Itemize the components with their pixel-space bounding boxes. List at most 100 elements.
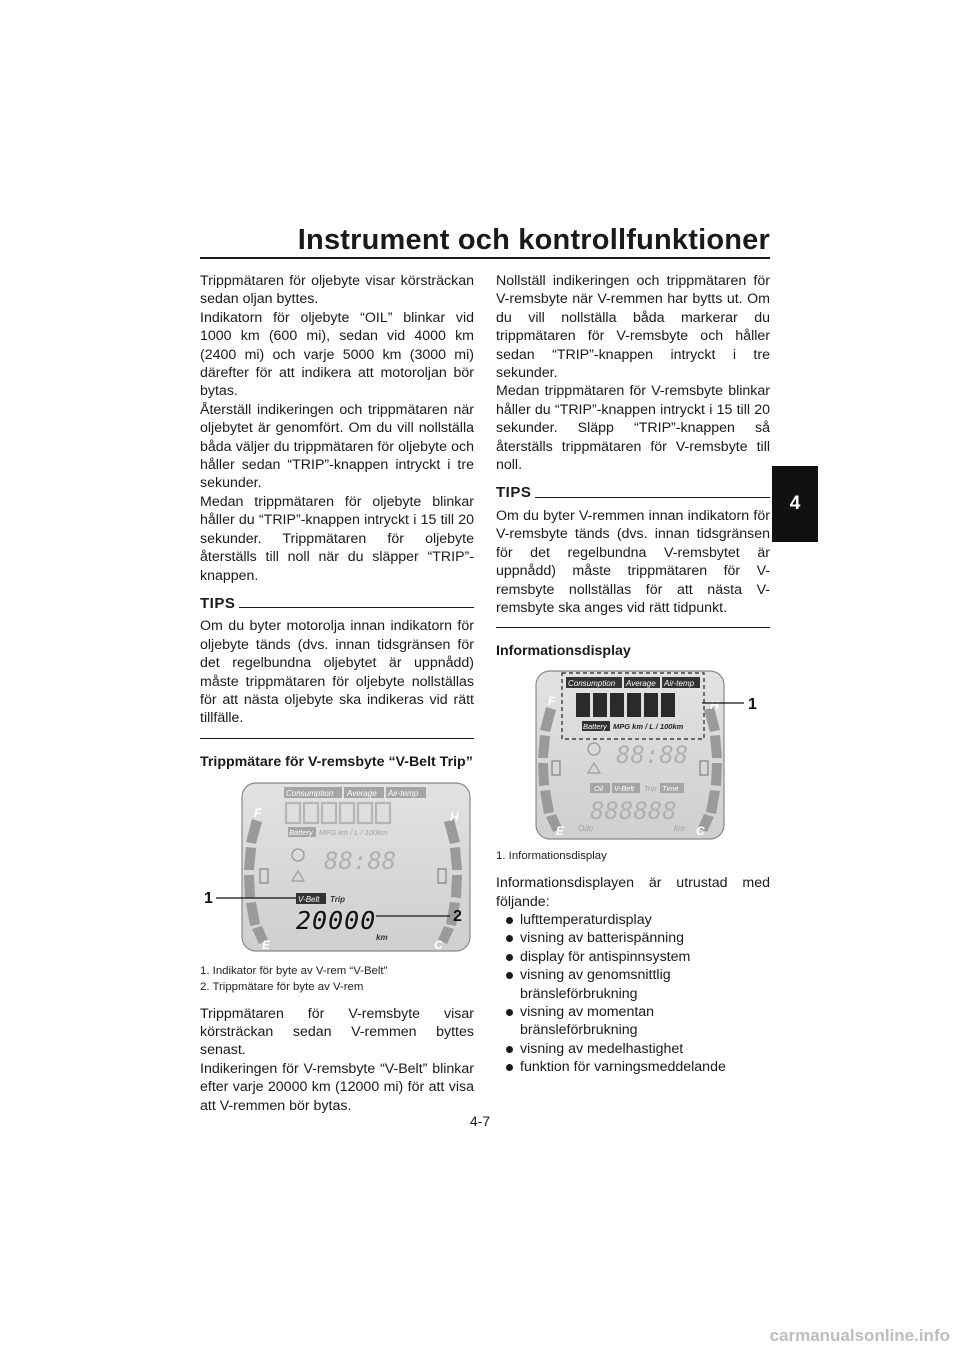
gauge-f-label: F [548, 694, 556, 708]
tips-end-rule [200, 737, 474, 739]
trip-label: Trip [644, 784, 656, 793]
list-item: visning av momentan bränsleförbrukning [496, 1003, 770, 1040]
temp-gauge-segments [698, 706, 722, 832]
airtemp-tag [386, 787, 426, 799]
temp-gauge-segments [438, 819, 462, 945]
page-number: 4-7 [469, 1113, 491, 1129]
vbelt-figure: F H E C Consumption Average Air-temp Bat… [200, 779, 474, 960]
information-display-highlight [561, 672, 705, 740]
consumption-tag [284, 787, 342, 799]
tips-heading: TIPS [200, 595, 474, 613]
header-rule [200, 257, 770, 259]
segment-digits [284, 802, 392, 825]
segment-digits [576, 692, 675, 717]
gauge-f-label: F [254, 806, 262, 820]
clock-digits: 88:88 [616, 741, 688, 769]
battery-label: Battery [583, 722, 608, 731]
average-label: Average [346, 789, 377, 798]
battery-tag [288, 827, 316, 838]
list-item: visning av batterispänning [496, 929, 770, 947]
odo-label: Odo [578, 824, 594, 833]
airtemp-tag [662, 676, 700, 688]
tips-rule [239, 607, 474, 609]
list-item: visning av genomsnittlig bränsleförbrukn… [496, 966, 770, 1003]
time-label: Time [662, 784, 679, 793]
average-tag [344, 787, 384, 799]
average-tag [624, 676, 660, 688]
callout-1: 1 [748, 696, 757, 713]
clock-icon [291, 848, 305, 862]
units-label: MPG km / L / 100km [613, 722, 684, 731]
odo-digits: 888888 [590, 797, 677, 825]
fuel-gauge-segments [538, 706, 562, 832]
chapter-tab[interactable]: 4 [772, 466, 818, 542]
km-label: km [376, 933, 388, 942]
consumption-label: Consumption [286, 789, 334, 798]
consumption-label: Consumption [568, 679, 616, 688]
trip-label: Trip [330, 895, 345, 904]
information-display-figure: F H E C Consumption Average Air-temp Bat… [496, 669, 770, 846]
gauge-h-label: H [710, 698, 719, 712]
gauge-h-label: H [450, 810, 459, 824]
coolant-temp-icon [699, 760, 709, 776]
vbelt-label: V-Belt [298, 895, 320, 904]
right-column: Nollställ indikeringen och trippmätaren … [496, 272, 770, 1077]
traction-icon [586, 761, 602, 774]
tips-text: Om du byter motorolja innan indikatorn f… [200, 618, 474, 727]
traction-icon [290, 869, 306, 882]
paragraph: Trippmätaren för V-remsbyte visar körstr… [200, 1005, 474, 1059]
intro-paragraph: Informationsdisplayen är utrustad med fö… [496, 875, 770, 910]
km-label: km [674, 824, 685, 833]
paragraph: Indikatorn för oljebyte “OIL” blinkar vi… [200, 309, 474, 400]
tips-end-rule [496, 627, 770, 629]
list-item: funktion för varningsmeddelande [496, 1058, 770, 1076]
average-label: Average [625, 679, 656, 688]
coolant-temp-icon [437, 868, 447, 884]
callout-2: 2 [453, 908, 462, 925]
oil-tag [590, 782, 610, 793]
figure-captions: 1. Indikator för byte av V-rem “V-Belt” … [200, 963, 474, 995]
gauge-e-label: E [262, 938, 271, 952]
tips-label: TIPS [496, 484, 532, 502]
information-display-illustration: F H E C Consumption Average Air-temp Bat… [535, 670, 757, 840]
paragraph: Nollställ indikeringen och trippmätaren … [496, 273, 770, 382]
units-label: MPG km / L / 100km [319, 828, 387, 837]
tips-label: TIPS [200, 594, 236, 612]
battery-tag [582, 720, 610, 731]
list-item: visning av medelhastighet [496, 1040, 770, 1058]
tips-rule [535, 496, 770, 498]
gauge-c-label: C [696, 824, 705, 838]
vbelt-tag [612, 782, 640, 793]
paragraph: Medan trippmätaren för V-remsbyte blinka… [496, 383, 770, 474]
feature-list: lufttemperaturdisplay visning av batteri… [496, 911, 770, 1077]
caption: 2. Trippmätare för byte av V-rem [200, 980, 364, 993]
callout-1: 1 [204, 890, 213, 907]
vbelt-label: V-Belt [614, 784, 635, 793]
list-item: lufttemperaturdisplay [496, 911, 770, 929]
gauge-c-label: C [434, 938, 443, 952]
paragraph: Trippmätaren för oljebyte visar körsträc… [200, 273, 474, 308]
battery-label: Battery [289, 828, 314, 837]
tips-heading: TIPS [496, 484, 770, 502]
section-title-information-display: Informationsdisplay [496, 643, 631, 660]
fuel-gauge-segments [244, 819, 268, 945]
paragraph: Indikeringen för V-remsbyte “V-Belt” bli… [200, 1060, 474, 1114]
paragraph: Återställ indikeringen och trippmätaren … [200, 401, 474, 492]
watermark: carmanualsonline.info [769, 1326, 950, 1345]
paragraph: Medan trippmätaren för oljebyte blinkar … [200, 493, 474, 584]
tips-text: Om du byter V-remmen innan indikatorn fö… [496, 507, 770, 616]
caption: 1. Indikator för byte av V-rem “V-Belt” [200, 964, 388, 977]
fuel-pump-icon [551, 760, 561, 776]
airtemp-label: Air-temp [387, 789, 419, 798]
clock-icon [587, 742, 601, 756]
vbelt-odo-value: 20000 [296, 906, 376, 935]
consumption-tag [566, 676, 622, 688]
section-title-vbelt: Trippmätare för V-remsbyte “V-Belt Trip” [200, 753, 473, 770]
fuel-pump-icon [259, 868, 269, 884]
time-tag [660, 782, 684, 793]
page-title: Instrument och kontrollfunktioner [297, 224, 770, 256]
airtemp-label: Air-temp [663, 679, 695, 688]
vbelt-display-illustration: F H E C Consumption Average Air-temp Bat… [204, 782, 471, 952]
left-column: Trippmätaren för oljebyte visar körsträc… [200, 272, 474, 1115]
clock-digits: 88:88 [324, 847, 396, 875]
